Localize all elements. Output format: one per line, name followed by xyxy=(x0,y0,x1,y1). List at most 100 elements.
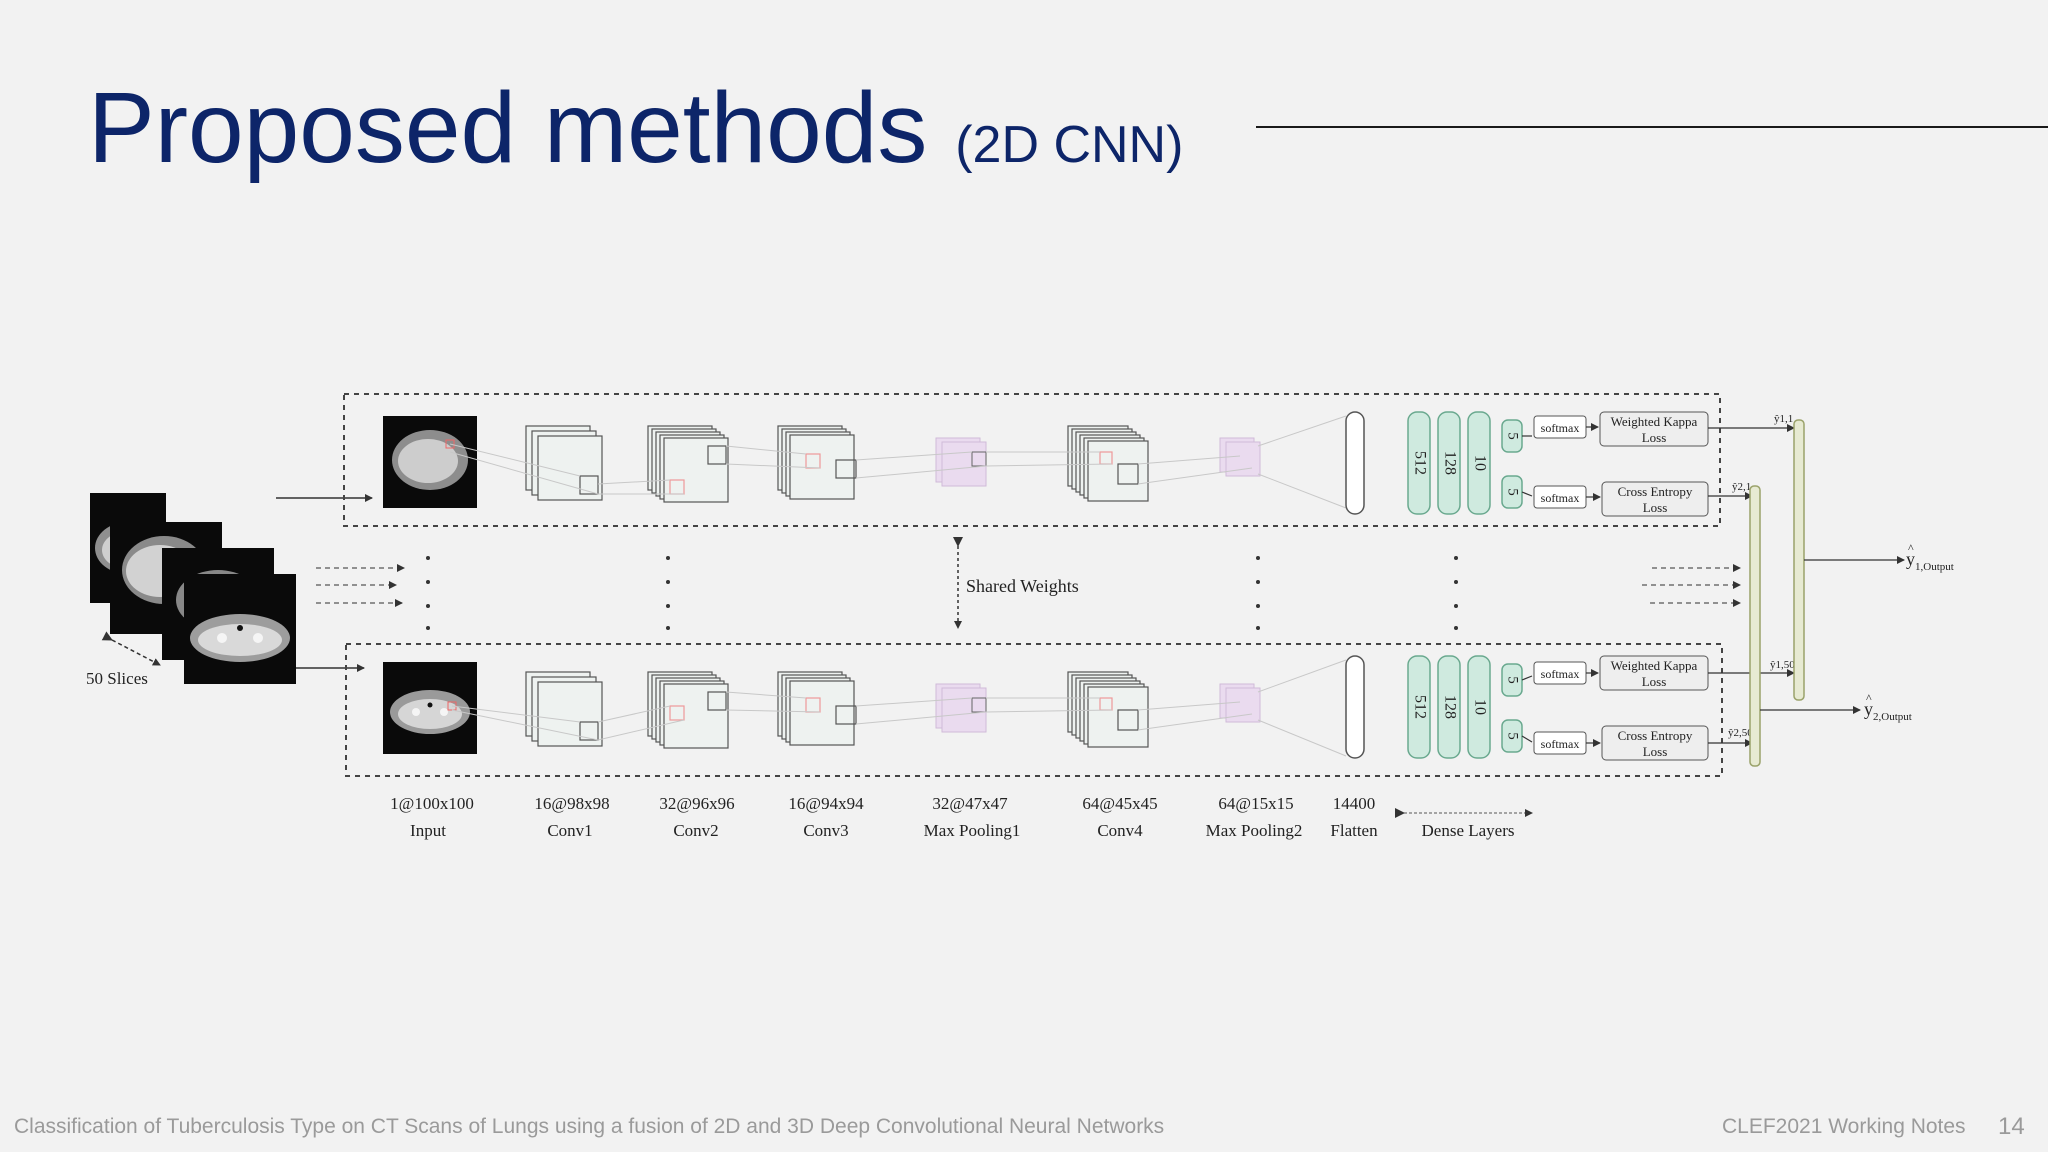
output-2-symbol: y xyxy=(1864,699,1873,719)
dense-layer-5-a: 5 xyxy=(1501,663,1523,697)
layer-name: Max Pooling2 xyxy=(1206,821,1303,840)
dense-units-128: 128 xyxy=(1441,695,1458,719)
layer-name: Conv4 xyxy=(1097,821,1143,840)
layer-name: Dense Layers xyxy=(1422,821,1515,840)
maxpool2-maps xyxy=(1219,683,1261,723)
layer-connection-lines xyxy=(449,415,1347,509)
dense-layer-5-b: 5 xyxy=(1501,475,1523,509)
conv3-feature-maps xyxy=(777,425,857,500)
weighted-kappa-label: Weighted Kappa xyxy=(1611,414,1698,429)
softmax-box: softmax xyxy=(1533,415,1587,439)
ct-slice-stack: 50 Slices xyxy=(86,493,296,688)
output-1-symbol: y xyxy=(1906,549,1915,569)
layer-name: Input xyxy=(410,821,446,840)
branch-top: 512 128 10 5 5 softmax softmax Weighted xyxy=(383,411,1795,517)
layer-shape: 32@47x47 xyxy=(932,794,1008,813)
dense-units-5: 5 xyxy=(1505,732,1521,740)
layer-name: Conv2 xyxy=(673,821,718,840)
input-ct-image xyxy=(383,662,477,754)
fusion-bar-1 xyxy=(1793,419,1805,701)
conv4-feature-maps xyxy=(1067,425,1149,502)
dense-layer-128: 128 xyxy=(1437,411,1461,515)
loss-label: Loss xyxy=(1642,430,1667,445)
layer-name: Conv3 xyxy=(803,821,848,840)
layer-shape: 64@45x45 xyxy=(1082,794,1157,813)
conv2-feature-maps xyxy=(647,425,729,503)
softmax-label: softmax xyxy=(1541,421,1580,435)
page-number: 14 xyxy=(1998,1113,2025,1140)
input-ct-image xyxy=(383,416,477,508)
svg-text:^: ^ xyxy=(1908,541,1914,555)
branch-output-label: ŷ1,1 xyxy=(1774,413,1793,425)
dense-units-512: 512 xyxy=(1411,451,1428,475)
ct-slice-image xyxy=(184,574,296,684)
conv3-feature-maps xyxy=(777,671,857,746)
cnn-architecture-diagram: 50 Slices xyxy=(86,393,1954,840)
branch-box-bottom xyxy=(345,643,1723,777)
dense-layer-10: 10 xyxy=(1467,655,1491,759)
slide-subtitle: (2D CNN) xyxy=(955,116,1184,174)
flatten-vector xyxy=(1345,655,1365,759)
layer-captions: 1@100x100 Input 16@98x98 Conv1 32@96x96 … xyxy=(390,794,1514,840)
dense-units-5: 5 xyxy=(1505,488,1521,496)
output-1-label: y1,Output ^ xyxy=(1906,541,1954,573)
title-rule xyxy=(1256,126,2048,128)
weighted-kappa-loss-box: Weighted Kappa Loss xyxy=(1599,655,1709,691)
branch-box-top xyxy=(343,393,1721,527)
dense-units-10: 10 xyxy=(1471,699,1488,715)
branch-output-label: ŷ2,50 xyxy=(1728,727,1753,739)
dense-layer-10: 10 xyxy=(1467,411,1491,515)
dense-units-5: 5 xyxy=(1505,432,1521,440)
fusion-bar-2 xyxy=(1749,485,1761,767)
shared-weights-label: Shared Weights xyxy=(966,576,1079,596)
slide-title: Proposed methods (2D CNN) xyxy=(88,68,1183,205)
dense-units-128: 128 xyxy=(1441,451,1458,475)
footer-venue: CLEF2021 Working Notes xyxy=(1722,1115,1966,1138)
flatten-vector xyxy=(1345,411,1365,515)
dense-layer-512: 512 xyxy=(1407,411,1431,515)
weighted-kappa-loss-box: Weighted Kappa Loss xyxy=(1599,411,1709,447)
cross-entropy-label: Cross Entropy xyxy=(1618,484,1693,499)
repeat-ellipsis xyxy=(426,556,1458,630)
softmax-box: softmax xyxy=(1533,661,1587,685)
branch-bottom: 512 128 10 5 5 softmax softmax Weighted xyxy=(383,655,1795,761)
dense-units-10: 10 xyxy=(1471,455,1488,471)
dense-units-512: 512 xyxy=(1411,695,1428,719)
maxpool1-maps xyxy=(935,437,987,487)
layer-shape: 1@100x100 xyxy=(390,794,474,813)
dense-layer-5-b: 5 xyxy=(1501,719,1523,753)
dense-units-5: 5 xyxy=(1505,676,1521,684)
weighted-kappa-label: Weighted Kappa xyxy=(1611,658,1698,673)
layer-connection-lines xyxy=(451,659,1347,757)
slices-range-arrow xyxy=(101,631,161,666)
slide-title-text: Proposed methods xyxy=(88,72,928,184)
layer-shape: 32@96x96 xyxy=(659,794,734,813)
layer-shape: 16@98x98 xyxy=(534,794,609,813)
layer-name: Flatten xyxy=(1330,821,1378,840)
softmax-box: softmax xyxy=(1533,485,1587,509)
slices-label: 50 Slices xyxy=(86,669,148,688)
branch-output-label: ŷ1,50 xyxy=(1770,659,1795,671)
branch-output-label: ŷ2,1 xyxy=(1732,481,1751,493)
layer-shape: 64@15x15 xyxy=(1218,794,1293,813)
output-2-subscript: 2,Output xyxy=(1873,711,1912,723)
loss-label: Loss xyxy=(1642,674,1667,689)
loss-label: Loss xyxy=(1643,744,1668,759)
layer-name: Max Pooling1 xyxy=(924,821,1021,840)
loss-label: Loss xyxy=(1643,500,1668,515)
softmax-label: softmax xyxy=(1541,737,1580,751)
softmax-label: softmax xyxy=(1541,491,1580,505)
svg-text:y1,Output: y1,Output xyxy=(1906,549,1954,573)
softmax-box: softmax xyxy=(1533,731,1587,755)
cross-entropy-loss-box: Cross Entropy Loss xyxy=(1601,481,1709,517)
conv1-feature-maps xyxy=(525,671,603,747)
dense-layer-5-a: 5 xyxy=(1501,419,1523,453)
maxpool2-maps xyxy=(1219,437,1261,477)
conv2-feature-maps xyxy=(647,671,729,749)
head-arrows xyxy=(1521,423,1795,501)
layer-shape: 14400 xyxy=(1333,794,1376,813)
conv4-feature-maps xyxy=(1067,671,1149,748)
layer-shape: 16@94x94 xyxy=(788,794,864,813)
output-1-subscript: 1,Output xyxy=(1915,561,1954,573)
cross-entropy-loss-box: Cross Entropy Loss xyxy=(1601,725,1709,761)
